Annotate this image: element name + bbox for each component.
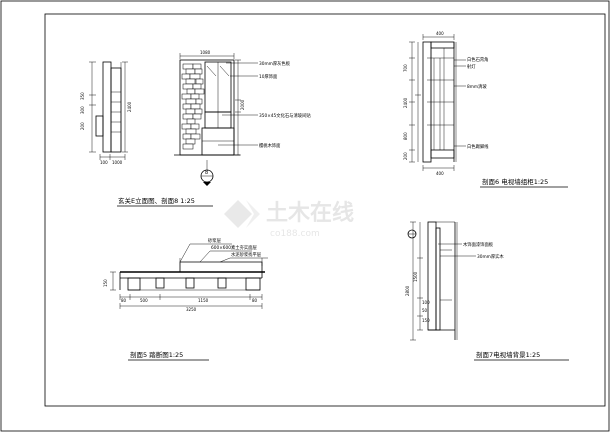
- s6-dim-4: 200: [403, 152, 408, 160]
- watermark-subtext: co188.com: [270, 229, 320, 239]
- dim-right-vertical: 2000: [240, 99, 245, 110]
- s7-dim-3: 50: [422, 308, 428, 313]
- s7-dim-0: 2800: [405, 285, 410, 296]
- elev-annotation-2: 350×45文化石与清玻间贴: [259, 112, 311, 119]
- elev-annotation-1: 10厚饰面: [259, 73, 278, 80]
- watermark-logo-icon: [224, 200, 260, 228]
- dim-left-small-2: 200: [80, 122, 85, 130]
- s5-annotation-1: 600×600素土夯实面层: [211, 244, 257, 251]
- s6-dim-5: 400: [436, 171, 444, 176]
- s6-annotation-3: 白色踢脚线: [467, 143, 489, 150]
- elevation-e: 350 300 200 2400 100 1000: [80, 50, 311, 207]
- dim-left-small-1: 300: [80, 106, 85, 114]
- s6-dim-2: 700: [403, 64, 408, 72]
- s6-annotation-1: 射灯: [467, 63, 476, 70]
- s6-dim-0: 400: [436, 31, 444, 36]
- s5-dim-b1-1: 500: [140, 298, 148, 303]
- s7-dim-4: 150: [422, 318, 430, 323]
- section-marker: [200, 160, 214, 186]
- dim-left-vertical-0: 2400: [127, 101, 132, 112]
- s5-annotation-2: 水泥砂浆找平层: [231, 251, 262, 258]
- s7-annotation-1: 30mm厚实木: [477, 253, 504, 260]
- s7-dim-1: 1500: [413, 271, 418, 282]
- s5-dim-b1-0: 80: [121, 298, 127, 303]
- dim-bottom-1: 1000: [112, 160, 123, 165]
- s6-annotation-2: 8mm清玻: [467, 83, 487, 90]
- s6-dim-3: 800: [403, 132, 408, 140]
- side-profile: [89, 61, 128, 160]
- s5-dim-b2-0: 3250: [186, 307, 197, 312]
- s6-annotation-0: 白色石膏角: [467, 56, 488, 63]
- dim-top: 1080: [200, 50, 211, 55]
- s5-annotation-0: 砂浆层: [208, 237, 222, 244]
- dim-left-small-0: 350: [80, 92, 85, 100]
- dim-bottom-0: 100: [100, 160, 108, 165]
- drawing-frame: [44, 13, 606, 407]
- section7-title: 剖面7电视墙背景1:25: [476, 350, 540, 359]
- s7-annotation-0: 木饰面漆饰面板: [463, 241, 494, 248]
- s6-dim-1: 2400: [403, 97, 408, 108]
- elevation-title: 玄关E立面图、剖面8 1:25: [118, 196, 195, 205]
- elev-annotation-3: 樱桃木饰面: [259, 142, 281, 149]
- watermark: 土木在线 co188.com: [224, 200, 354, 239]
- s5-dim-left: 150: [103, 279, 108, 287]
- section-6: [409, 34, 466, 171]
- elevation-leaders: [218, 62, 258, 146]
- s5-dim-b1-2: 1150: [198, 298, 209, 303]
- elev-annotation-0: 30mm厚灰色板: [259, 60, 291, 67]
- section-marker-label: 8: [205, 170, 208, 176]
- watermark-text: 土木在线: [266, 200, 354, 226]
- s5-dim-b1-3: 80: [252, 298, 258, 303]
- stone-pattern: [181, 63, 205, 150]
- section-5: [110, 243, 268, 309]
- elevation-panel: [174, 53, 241, 156]
- section6-title: 剖面6 电视墙组柜1:25: [482, 177, 548, 186]
- section-7: [407, 221, 476, 341]
- s7-dim-2: 100: [422, 300, 430, 305]
- section5-title: 剖面5 踏断图1:25: [130, 350, 183, 359]
